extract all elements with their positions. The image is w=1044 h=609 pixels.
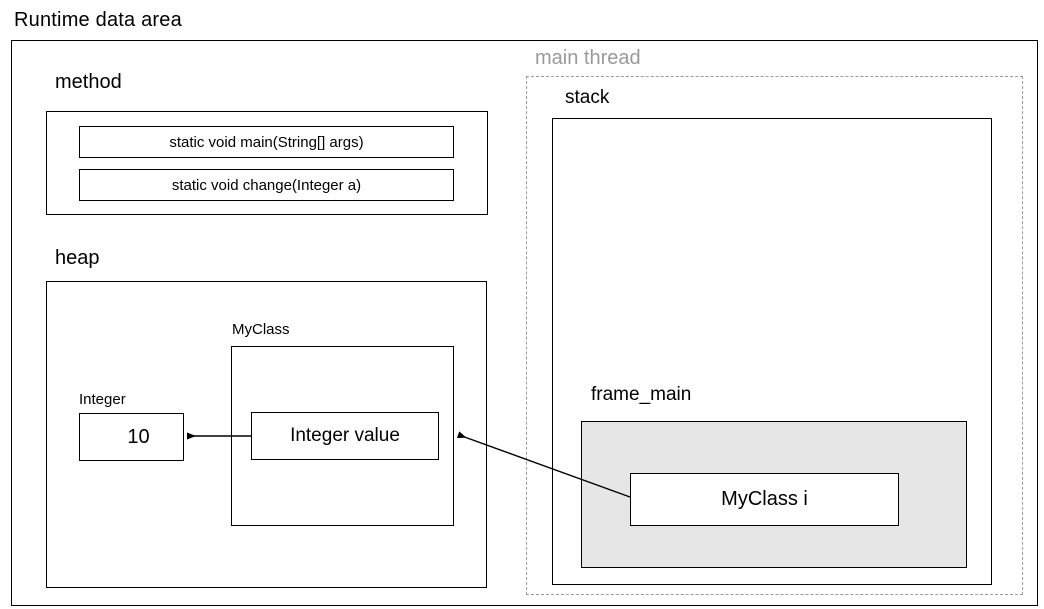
runtime-data-area-frame [11,40,1038,606]
integer-object-label: Integer [79,391,126,408]
stack-box [552,118,992,585]
method-entry-change: static void change(Integer a) [79,169,454,201]
stack-label: stack [565,87,610,108]
myclass-field-integer-value: Integer value [251,412,439,460]
myclass-field-label: Integer value [290,425,400,446]
main-thread-box [526,76,1023,595]
method-area-box [46,111,488,215]
integer-object-box: 10 [79,413,184,461]
page-title: Runtime data area [14,9,182,31]
method-entry-main: static void main(String[] args) [79,126,454,158]
frame-main-label: frame_main [591,384,692,405]
method-area-label: method [55,71,122,93]
main-thread-label: main thread [535,47,641,69]
method-entry-change-label: static void change(Integer a) [171,176,362,194]
integer-object-value: 10 [127,425,150,448]
stack-variable-myclass-i: MyClass i [630,473,899,526]
stack-variable-label: MyClass i [721,488,808,510]
heap-area-label: heap [55,247,100,269]
myclass-object-label: MyClass [232,321,290,338]
method-entry-main-label: static void main(String[] args) [169,133,364,151]
